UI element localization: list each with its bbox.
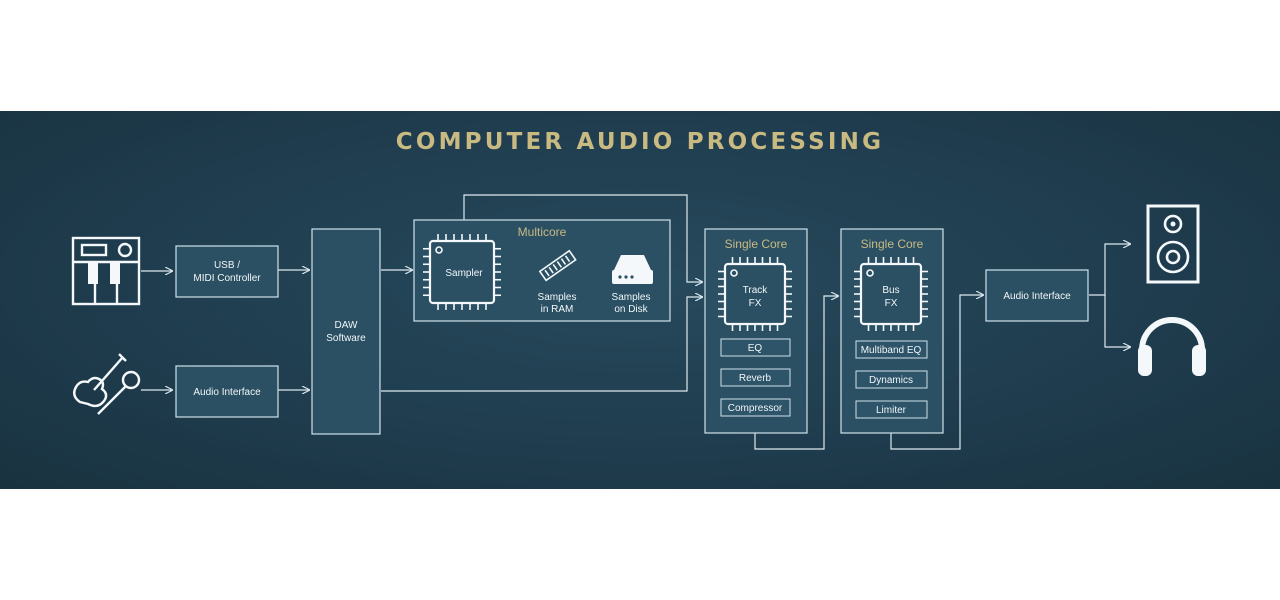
sampler-label: Sampler [445,268,483,279]
sampler-chip-icon [423,234,501,310]
single-core-1-label: Single Core [725,237,788,251]
audio-interface-in-label: Audio Interface [193,387,261,398]
track-reverb-box [720,368,791,387]
samples-ram-label-1: Samples [538,292,577,303]
multicore-label: Multicore [518,225,567,239]
track-fx-label-2: FX [749,298,762,309]
track-fx-label-1: Track [743,285,769,296]
bus-fx-chip-icon [854,257,928,331]
samples-ram-label-2: in RAM [541,304,574,315]
single-core-2-label: Single Core [861,237,924,251]
track-eq-box [720,338,791,357]
track-compressor-label: Compressor [728,403,783,414]
track-reverb-label: Reverb [739,373,772,384]
daw-software-box [311,228,381,435]
diagram-title: COMPUTER AUDIO PROCESSING [395,129,885,155]
bus-fx-label-2: FX [885,298,898,309]
audio-interface-out-label: Audio Interface [1003,291,1071,302]
samples-disk-label-2: on Disk [614,304,648,315]
guitar-microphone-icon [73,353,141,415]
bus-multiband-eq-box [855,340,928,359]
audio-interface-out-box [985,269,1089,322]
midi-keyboard-icon [71,236,141,306]
track-fx-chip-icon [718,257,792,331]
bus-limiter-box [855,400,928,419]
speaker-icon [1146,204,1200,284]
track-compressor-box [720,398,791,417]
track-eq-label: EQ [748,343,763,354]
ram-stick-icon [538,249,577,282]
hard-drive-icon [612,255,653,284]
audio-interface-in-box [175,365,279,418]
bus-multiband-eq-label: Multiband EQ [861,345,922,356]
bus-dynamics-label: Dynamics [869,375,913,386]
usb-midi-label-2: MIDI Controller [193,273,261,284]
bus-limiter-label: Limiter [876,405,907,416]
daw-label-1: DAW [335,320,359,331]
bus-dynamics-box [855,370,928,389]
bus-fx-label-1: Bus [882,285,899,296]
daw-label-2: Software [326,333,366,344]
samples-disk-label-1: Samples [612,292,651,303]
usb-midi-label-1: USB / [214,260,240,271]
usb-midi-controller-box [175,245,279,298]
headphones-icon [1138,317,1206,376]
